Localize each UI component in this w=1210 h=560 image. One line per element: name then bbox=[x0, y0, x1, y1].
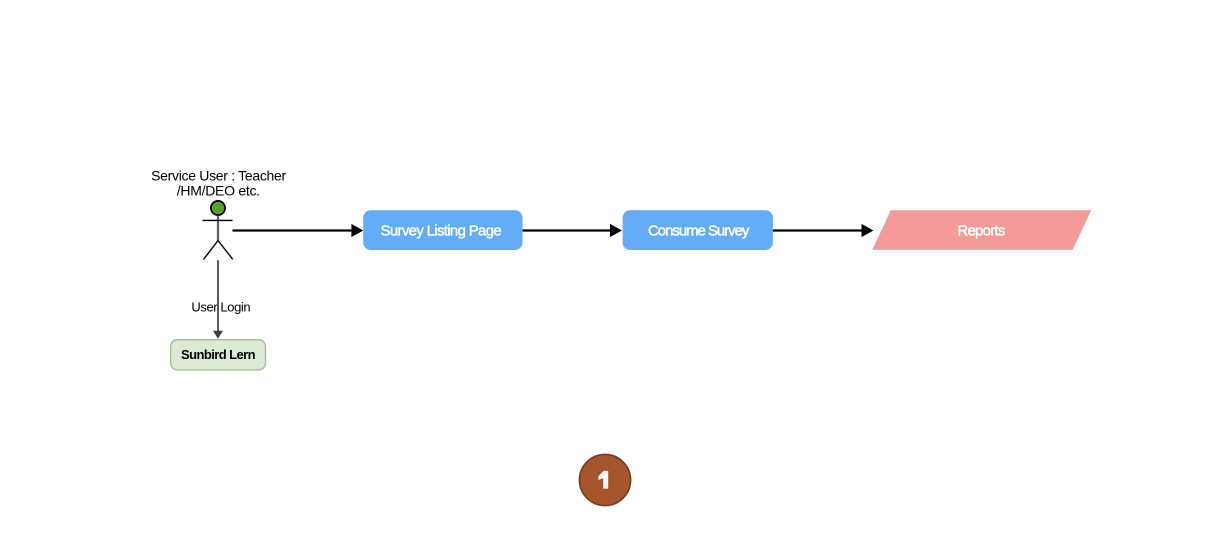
svg-text:Sunbird Lern: Sunbird Lern bbox=[181, 347, 256, 362]
svg-text:Survey Listing Page: Survey Listing Page bbox=[381, 223, 502, 240]
svg-text:Consume Survey: Consume Survey bbox=[648, 223, 750, 240]
svg-text:/HM/DEO etc.: /HM/DEO etc. bbox=[177, 183, 260, 199]
svg-text:Service User : Teacher: Service User : Teacher bbox=[151, 168, 286, 184]
svg-text:Reports: Reports bbox=[957, 223, 1004, 240]
svg-text:User Login: User Login bbox=[191, 299, 250, 314]
